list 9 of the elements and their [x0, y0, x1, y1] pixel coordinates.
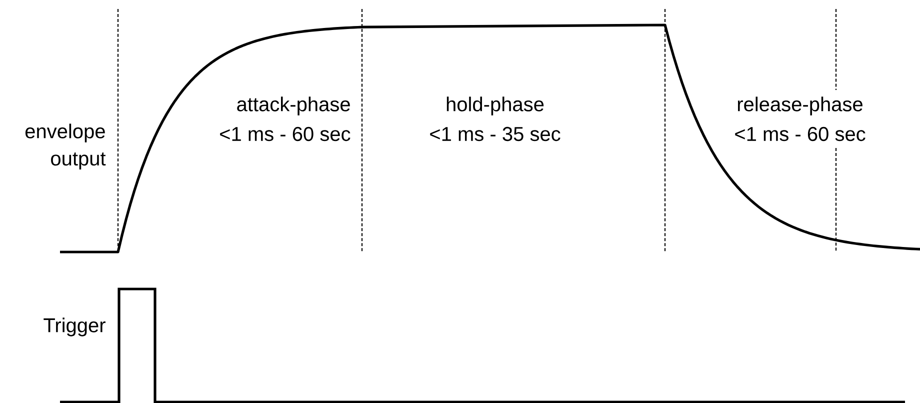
signal-label: envelope	[25, 124, 105, 142]
signal-label: Trigger	[44, 318, 106, 336]
phase-label: release-phase	[738, 96, 862, 116]
phase-label: <1 ms - 35 sec	[430, 126, 560, 142]
phase-label: attack-phase	[237, 96, 350, 116]
phase-label: hold-phase	[446, 96, 544, 116]
phase-label: <1 ms - 60 sec	[220, 126, 350, 142]
signal-label: output	[51, 152, 106, 170]
phase-label: <1 ms - 60 sec	[735, 126, 866, 142]
